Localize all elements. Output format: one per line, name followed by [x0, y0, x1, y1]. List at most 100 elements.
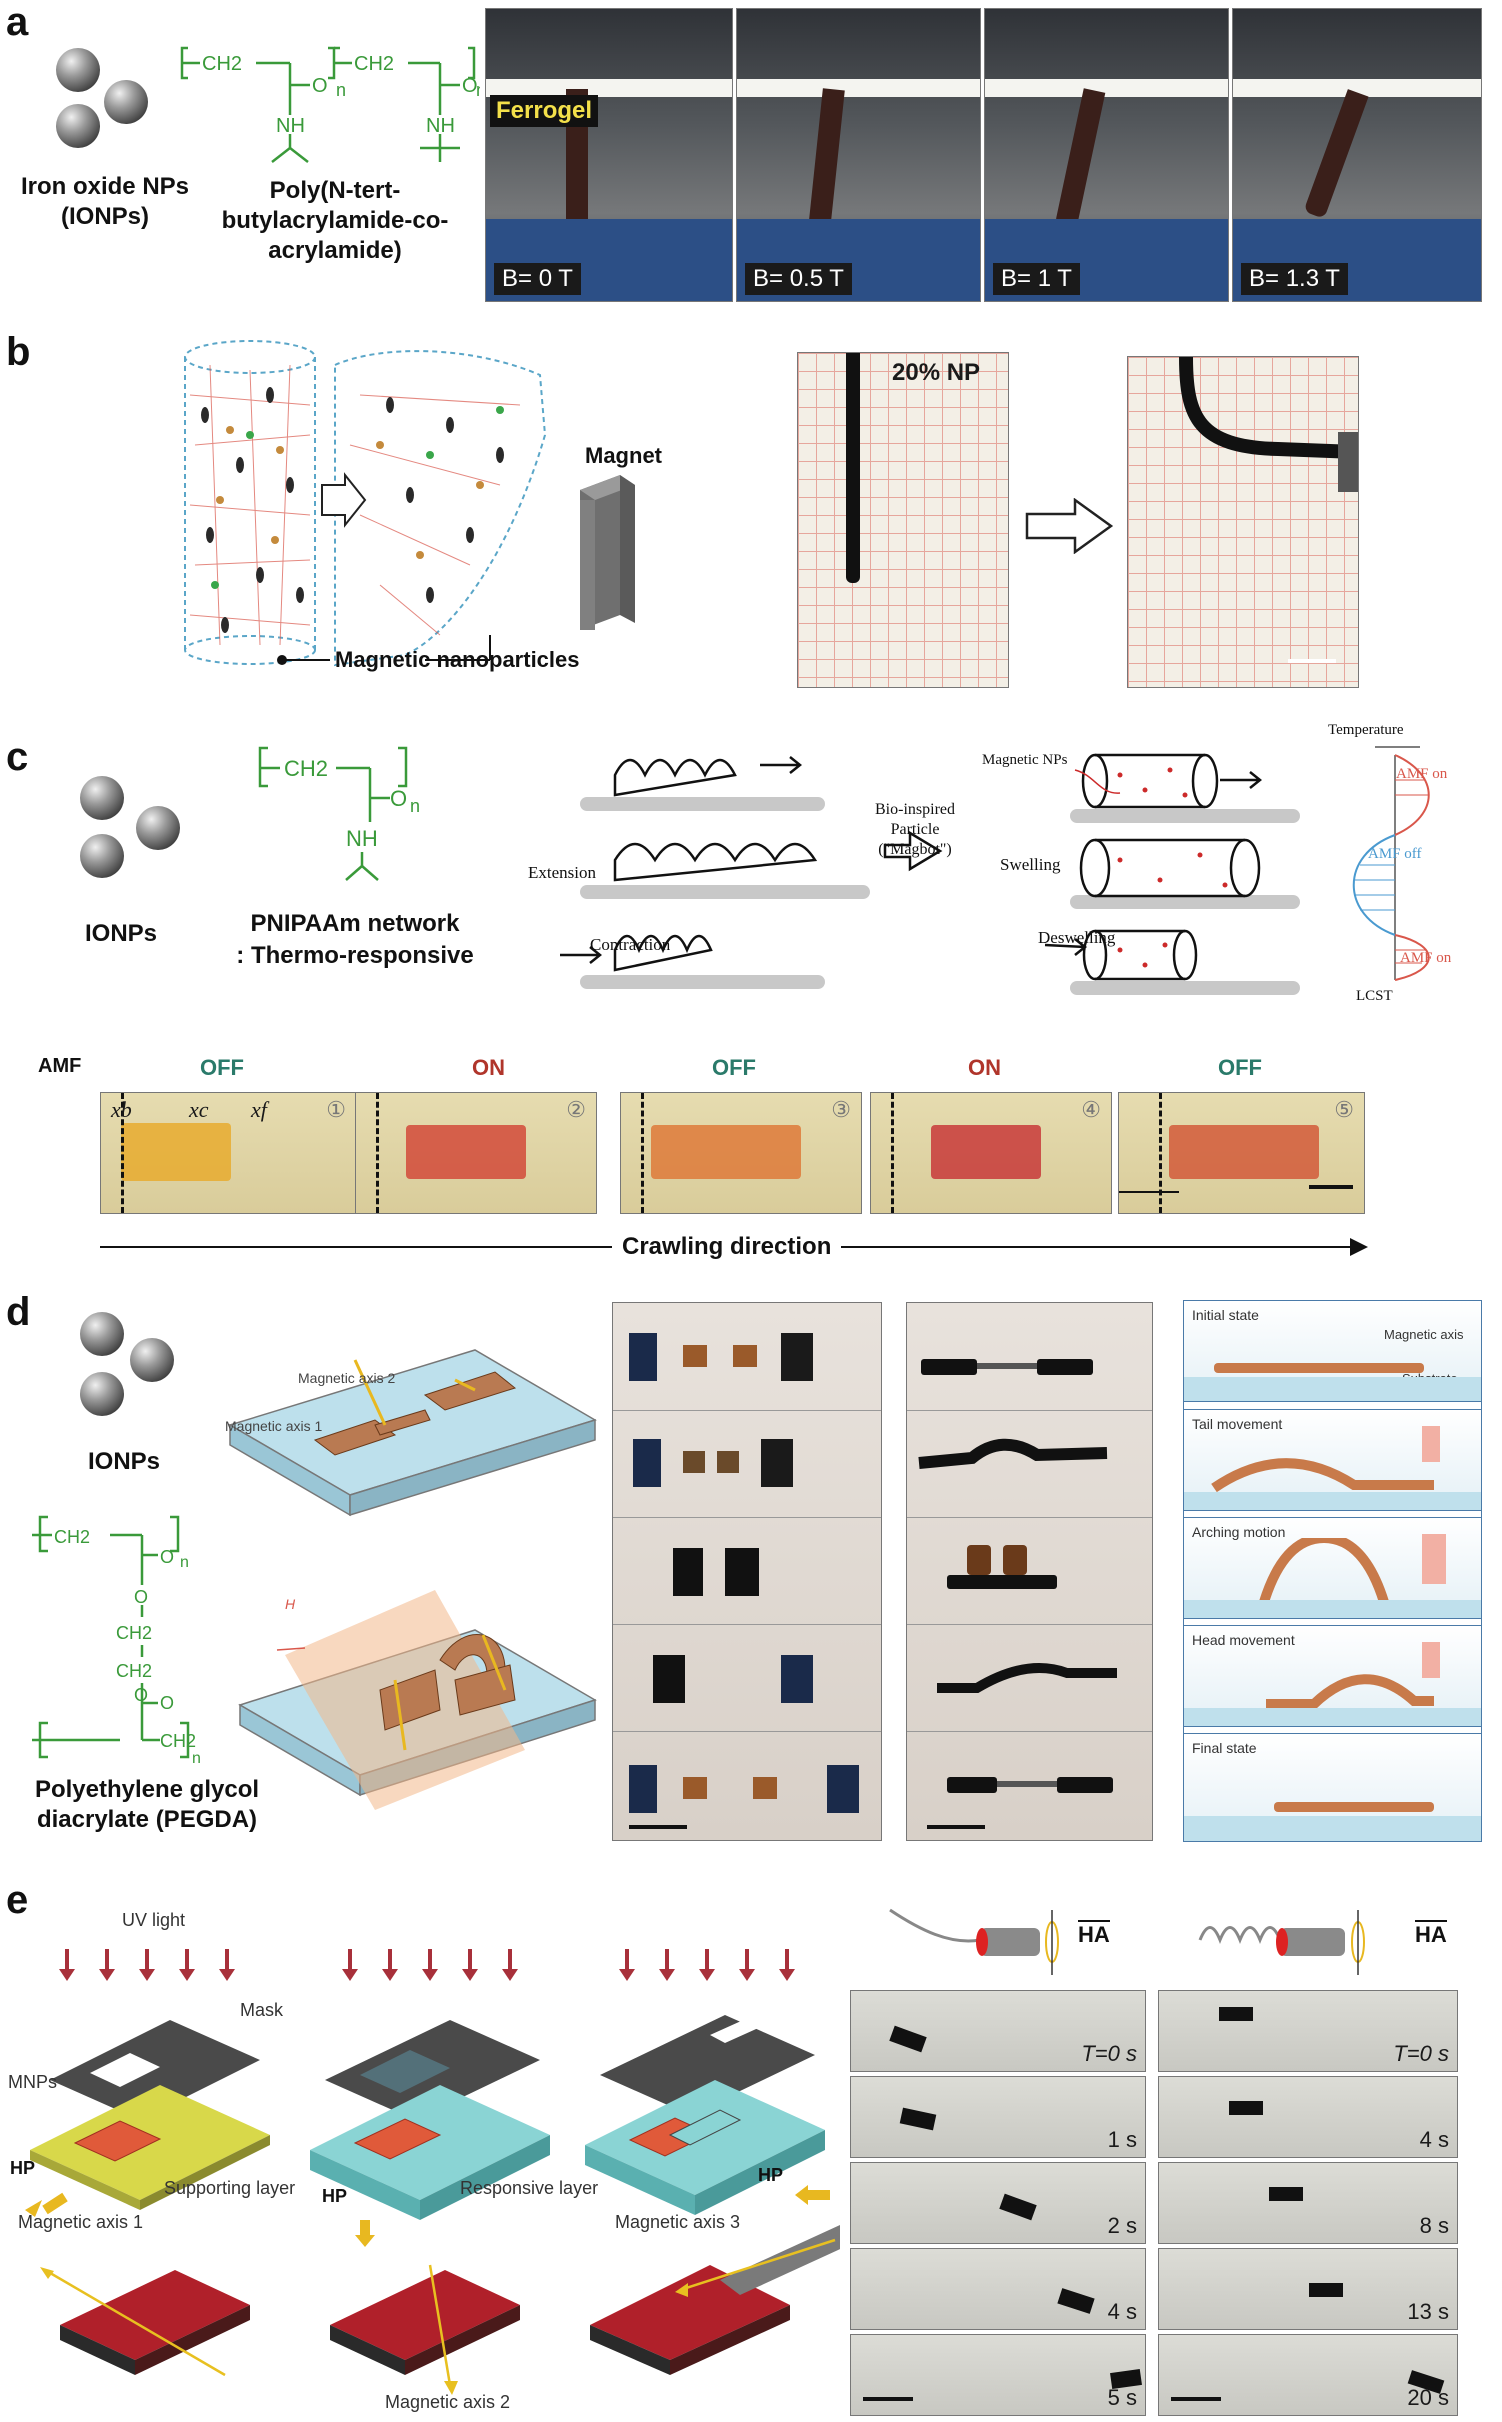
nanoparticles-caption: Magnetic nanoparticles	[335, 647, 580, 672]
nh-label: NH	[426, 115, 455, 137]
mnps-label: MNPs	[8, 2072, 57, 2092]
ch2-label: CH2	[116, 1623, 152, 1643]
amf-state: ON	[968, 1055, 1001, 1080]
time-label: 4 s	[1419, 2127, 1449, 2152]
subscript-n: n	[476, 80, 480, 100]
ch2-label: CH2	[116, 1661, 152, 1681]
nanoparticle-sphere	[80, 834, 124, 878]
pnipaam-caption: PNIPAAm network : Thermo-responsive	[236, 910, 474, 969]
ch2-label: CH2	[54, 1527, 90, 1547]
subscript-n: n	[192, 1750, 201, 1765]
field-label: B= 0.5 T	[745, 263, 852, 295]
nanoparticle-sphere	[56, 48, 100, 92]
magnetic-axis-label: Magnetic axis	[1384, 1327, 1464, 1342]
oxygen-label: O	[160, 1547, 174, 1567]
swimmer-frames-right: T=0 s 4 s 8 s 13 s 20 s	[1158, 1990, 1458, 2418]
panel-label-a: a	[6, 0, 29, 44]
crawling-frame-2: ②	[355, 1092, 597, 1214]
magnetic-axis-2-label: Magnetic axis 2	[298, 1370, 396, 1386]
side-chain-a	[271, 134, 460, 163]
np-bending-photo-before: 20% NP	[797, 352, 1009, 688]
subscript-n: n	[180, 1554, 189, 1571]
subscript-n: n	[410, 796, 420, 816]
ferrogel-photo-3: B= 1 T	[984, 8, 1229, 302]
field-label: B= 1.3 T	[1241, 263, 1348, 295]
time-label: 20 s	[1407, 2385, 1449, 2410]
np-percent-label: 20% NP	[892, 359, 981, 386]
ionp-caption-d: IONPs	[88, 1448, 161, 1475]
crawling-frame-5: ⑤	[1118, 1092, 1365, 1214]
step-label: Tail movement	[1192, 1416, 1283, 1432]
ionp-caption-c: IONPs	[85, 920, 158, 947]
pegda-structure: CH2 O n O CH2 CH2 O O CH2 n	[32, 1515, 201, 1765]
time-label: 5 s	[1107, 2385, 1137, 2410]
panel-label-b: b	[6, 330, 31, 374]
ch2-label: CH2	[160, 1731, 196, 1751]
time-label: 13 s	[1407, 2299, 1449, 2324]
ferrogel-photo-2: B= 0.5 T	[736, 8, 981, 302]
x-marker: xb	[111, 1097, 132, 1122]
responsive-layer-label: Responsive layer	[460, 2178, 599, 2198]
subscript-n: n	[336, 80, 346, 100]
nh-label: NH	[276, 115, 305, 137]
time-label: 8 s	[1419, 2213, 1449, 2238]
oxygen-label: O	[390, 786, 407, 811]
extension-label: Extension	[528, 863, 596, 882]
polymer-caption-a: Poly(N-tert- butylacrylamide-co- acrylam…	[221, 177, 449, 264]
motion-schematic-d: Initial state Magnetic axis Substrate Ta…	[1183, 1300, 1482, 1842]
swimmer-frames-left: T=0 s 1 s 2 s 4 s 5 s	[850, 1990, 1146, 2418]
magnet-caption: Magnet	[585, 443, 662, 468]
ionp-caption-a: Iron oxide NPs (IONPs)	[20, 173, 190, 230]
oxygen-label: O	[312, 75, 328, 97]
pegda-caption: Polyethylene glycol diacrylate (PEGDA)	[34, 1776, 260, 1833]
frame-number: ②	[566, 1097, 586, 1122]
amf-off-label: AMF off	[1368, 846, 1422, 862]
step-label: Initial state	[1192, 1307, 1259, 1323]
nanoparticle-sphere	[104, 80, 148, 124]
pegda-device-schematic	[228, 1349, 597, 1810]
amf-on-label: AMF on	[1400, 950, 1452, 966]
step-label: Final state	[1192, 1740, 1257, 1756]
step-label: Head movement	[1192, 1632, 1295, 1648]
ch2-label: CH2	[354, 53, 394, 75]
nanoparticle-sphere	[80, 776, 124, 820]
magnetic-axis-1-label: Magnetic axis 1	[18, 2212, 144, 2232]
nanoparticle-sphere	[56, 104, 100, 148]
time-label: T=0 s	[1081, 2041, 1137, 2066]
crawling-direction-label: Crawling direction	[612, 1233, 842, 1261]
amf-on-label: AMF on	[1396, 766, 1448, 782]
bioinspired-label: Bio-inspired Particle ("Magbot")	[875, 801, 955, 858]
oxygen-label: O	[134, 1685, 148, 1705]
hp-label: HP	[322, 2186, 348, 2206]
frame-number: ④	[1081, 1097, 1101, 1122]
crawling-frame-1: xb xc xf ①	[100, 1092, 357, 1214]
panel-label-d: d	[6, 1290, 31, 1334]
fabrication-schematic	[25, 1949, 840, 2395]
amf-row-label: AMF	[38, 1055, 82, 1077]
field-label: B= 0 T	[494, 263, 581, 295]
time-label: 2 s	[1107, 2213, 1137, 2238]
oxygen-label: O	[462, 75, 478, 97]
time-label: 4 s	[1107, 2299, 1137, 2324]
ferrogel-photo-1: Ferrogel B= 0 T	[485, 8, 733, 302]
nanoparticle-sphere	[80, 1372, 124, 1416]
amf-state: OFF	[1218, 1055, 1262, 1080]
time-label: 1 s	[1107, 2127, 1137, 2152]
magnetic-axis-3-label: Magnetic axis 3	[615, 2212, 741, 2232]
amf-state: OFF	[712, 1055, 756, 1080]
swelling-label: Swelling	[1000, 855, 1061, 874]
lcst-label: LCST	[1356, 988, 1393, 1004]
oxygen-label: O	[160, 1693, 174, 1713]
hydrogel-schematic-b	[184, 340, 635, 667]
magnetic-axis-2-label: Magnetic axis 2	[385, 2392, 511, 2412]
ferrogel-photo-4: B= 1.3 T	[1232, 8, 1482, 302]
magnetic-nps-label: Magnetic NPs	[982, 752, 1068, 768]
frame-number: ⑤	[1334, 1097, 1354, 1122]
panel-label-e: e	[6, 1878, 29, 1922]
amf-state: OFF	[200, 1055, 244, 1080]
oxygen-label: O	[134, 1587, 148, 1607]
hp-label: HP	[10, 2158, 36, 2178]
magbot-schematic	[560, 746, 1430, 995]
step-label: Arching motion	[1192, 1524, 1286, 1540]
nanoparticle-sphere	[136, 806, 180, 850]
